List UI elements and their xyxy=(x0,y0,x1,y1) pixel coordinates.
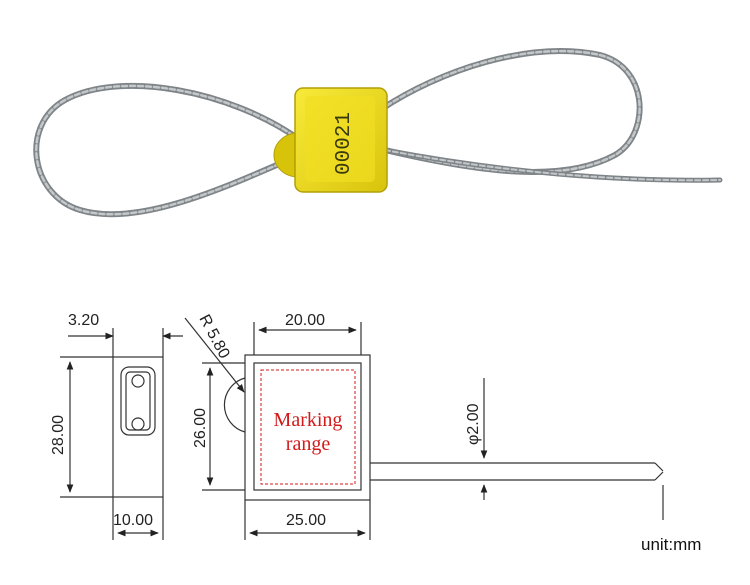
side-width-label: 3.20 xyxy=(68,312,99,329)
side-view xyxy=(60,328,183,540)
front-view xyxy=(184,317,664,540)
marking-range-label-line2: range xyxy=(286,433,331,455)
seal-body: 00021 xyxy=(273,87,388,193)
cable-diameter-label: φ2.00 xyxy=(465,403,482,445)
marking-range-area xyxy=(260,369,356,485)
side-height-label: 28.00 xyxy=(50,415,67,455)
radius-label: R 5.80 xyxy=(195,312,232,362)
side-depth-label: 10.00 xyxy=(113,512,153,529)
cable-seal-photo: 00021 xyxy=(33,48,723,218)
bottom-width-label: 25.00 xyxy=(286,512,326,529)
steel-cable xyxy=(33,48,723,218)
marking-range-label-line1: Marking xyxy=(274,409,343,431)
inner-height-label: 26.00 xyxy=(192,408,209,448)
top-width-label: 20.00 xyxy=(285,312,325,329)
seal-number: 00021 xyxy=(333,112,356,175)
unit-label: unit:mm xyxy=(641,535,701,554)
